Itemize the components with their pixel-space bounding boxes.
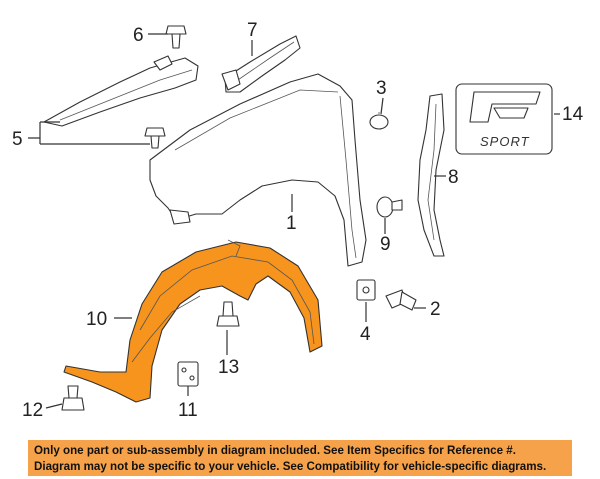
clip-nut-4 — [356, 279, 376, 301]
callout-3: 3 — [376, 78, 387, 99]
clip-12 — [61, 385, 85, 411]
callout-11: 11 — [178, 400, 198, 421]
callout-4: 4 — [360, 324, 371, 345]
callout-2: 2 — [430, 299, 441, 320]
fender-seal — [417, 93, 445, 257]
callout-1: 1 — [286, 213, 297, 234]
callout-13: 13 — [218, 357, 239, 378]
fender-support-bracket — [43, 55, 199, 127]
disclaimer-line-1: Only one part or sub-assembly in diagram… — [34, 444, 516, 457]
callout-8: 8 — [448, 167, 459, 188]
disclaimer-line-2: Diagram may not be specific to your vehi… — [34, 460, 547, 473]
fender-bracket-upper — [221, 35, 301, 93]
callout-14: 14 — [562, 104, 584, 125]
callout-5: 5 — [12, 129, 23, 150]
clip-5 — [144, 127, 166, 149]
callout-6: 6 — [133, 25, 144, 46]
fender-liner — [63, 239, 323, 403]
f-sport-emblem: SPORT — [455, 83, 553, 155]
plate-11 — [177, 361, 199, 387]
callout-10: 10 — [86, 309, 107, 330]
clip-13 — [216, 301, 240, 327]
fender — [149, 73, 367, 267]
callout-7: 7 — [247, 20, 258, 41]
leader-lines — [28, 33, 560, 409]
callout-12: 12 — [22, 400, 43, 421]
callout-9: 9 — [380, 234, 391, 255]
screw-2 — [385, 289, 417, 311]
emblem-label: SPORT — [480, 134, 530, 149]
clip-9 — [376, 196, 403, 218]
disclaimer-banner: Only one part or sub-assembly in diagram… — [28, 440, 572, 476]
clip-6 — [165, 25, 187, 49]
clip-3 — [369, 112, 389, 130]
